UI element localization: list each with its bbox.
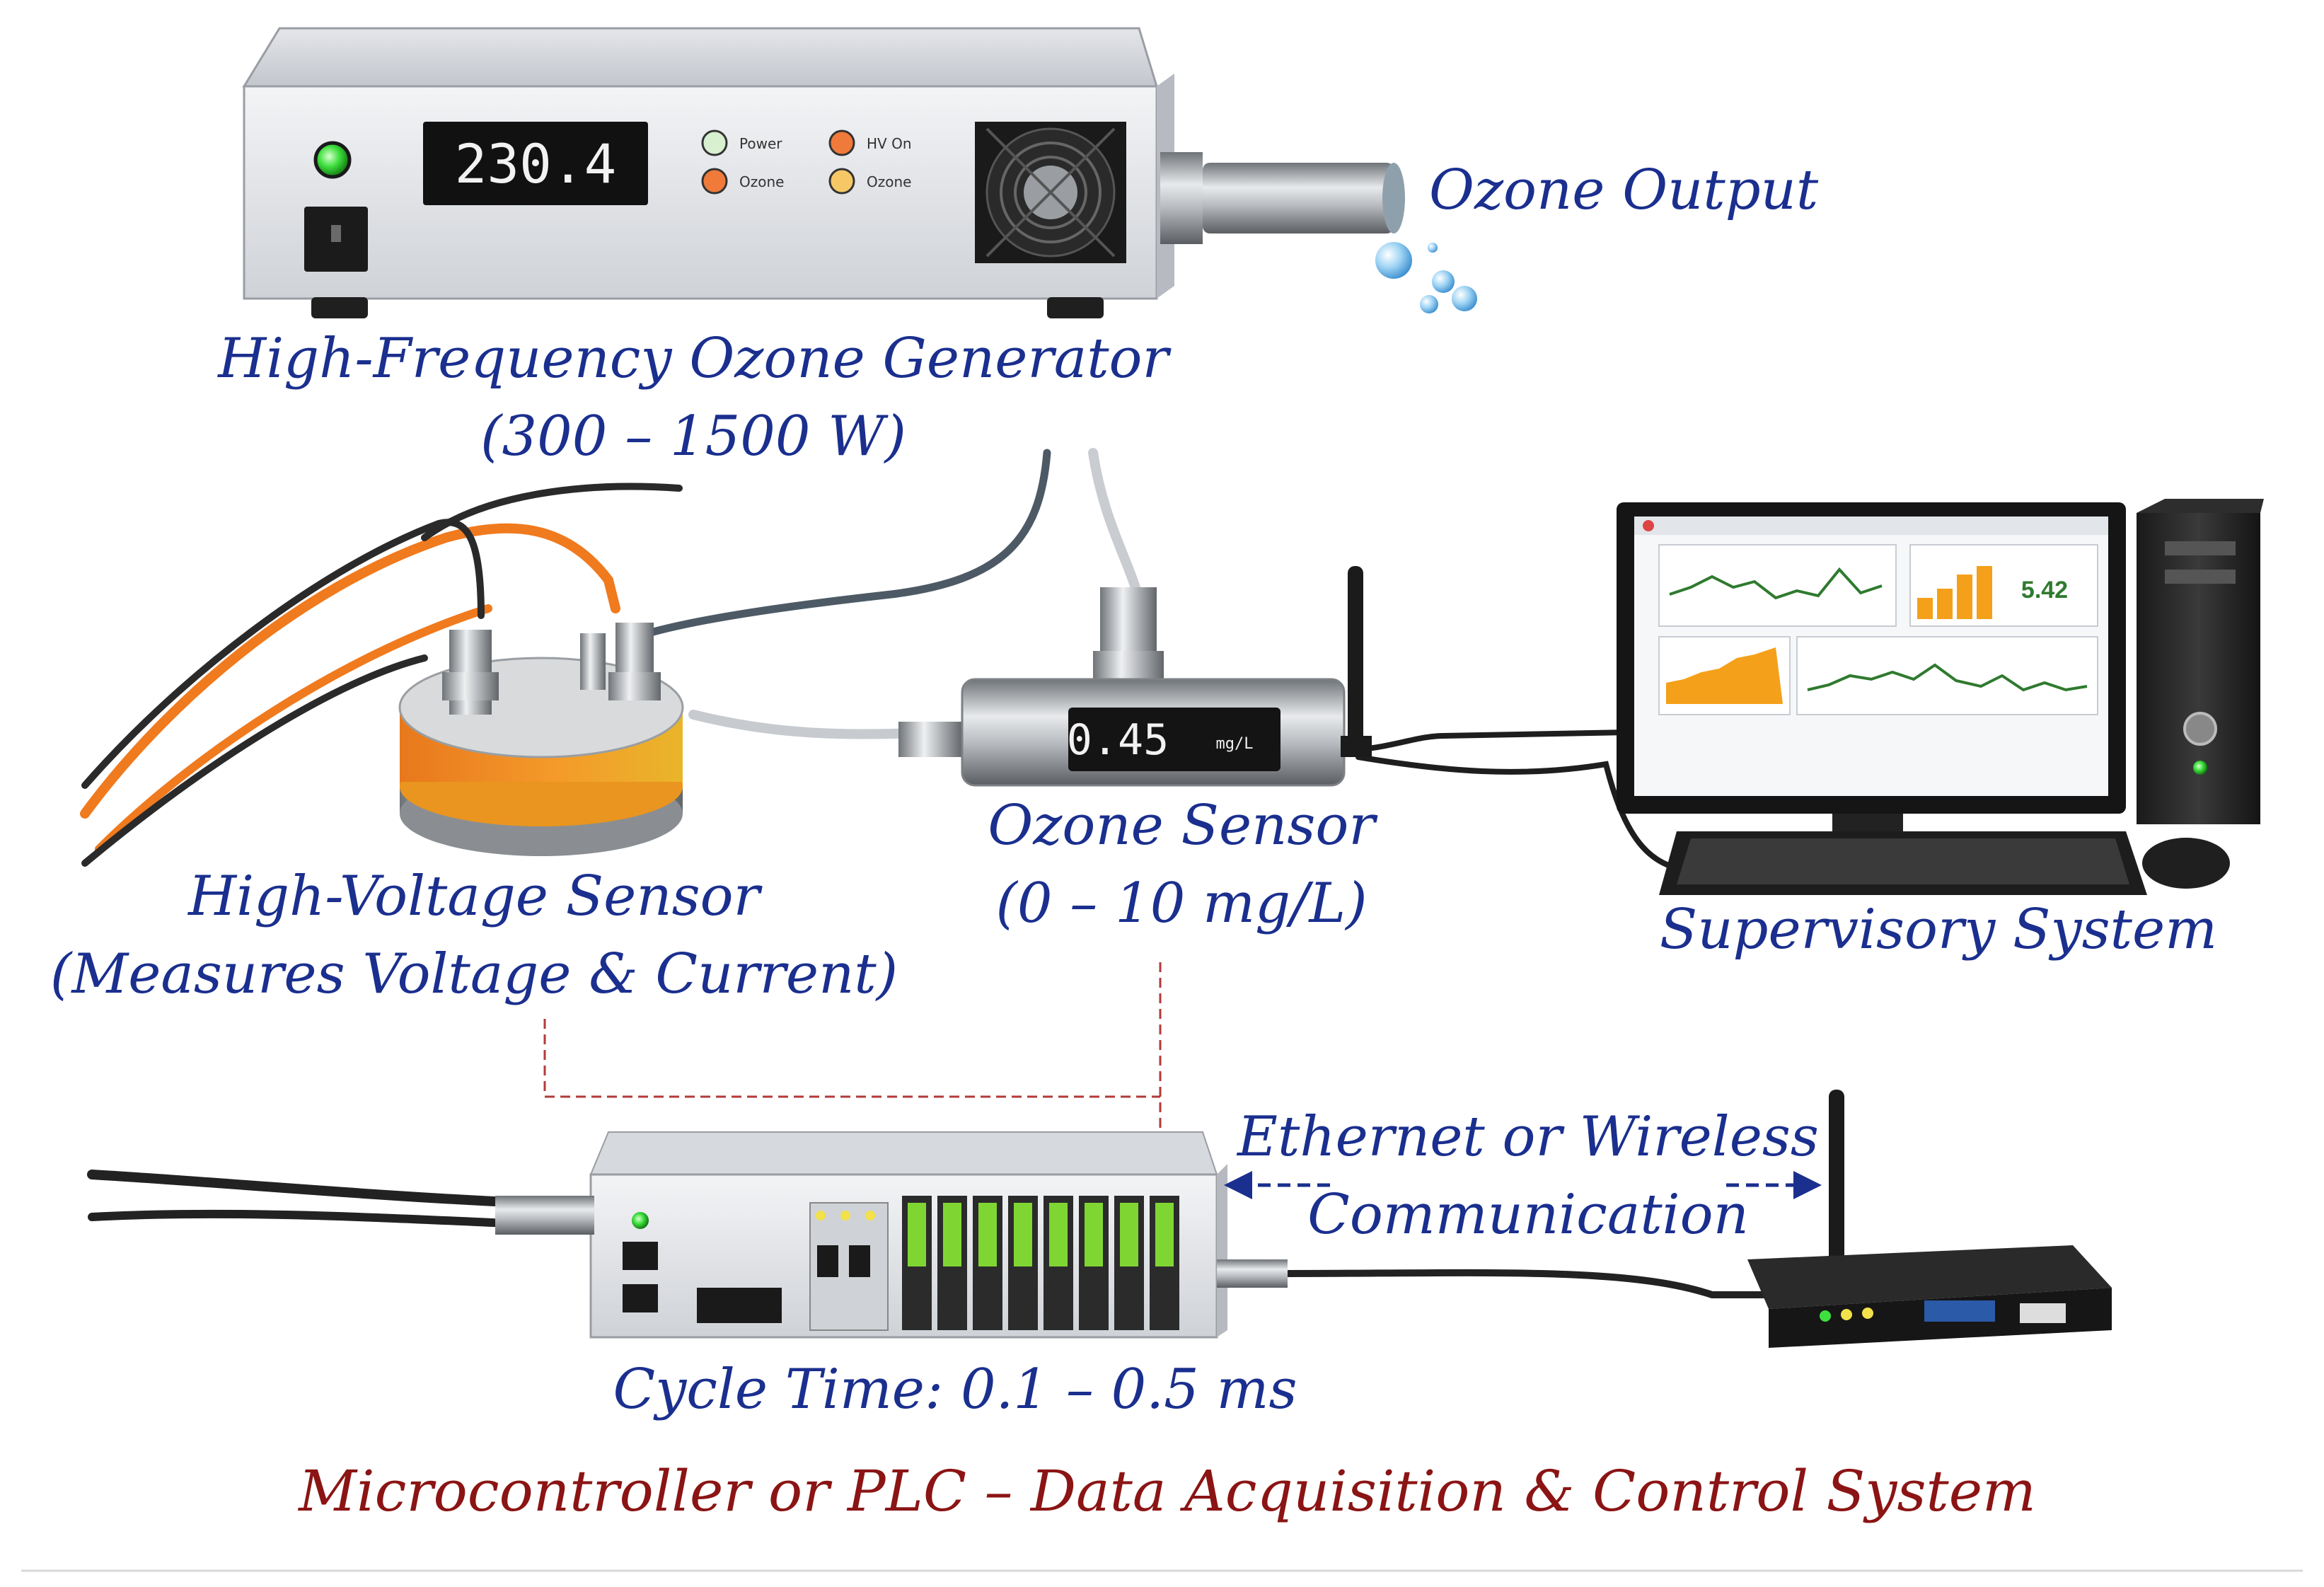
- generator-display-value: 230.4: [455, 132, 617, 195]
- communication-label-line1: Ethernet or Wireless: [1237, 1105, 1819, 1169]
- ozone-sensor-title-label: Ozone Sensor: [988, 794, 1375, 858]
- supervisory-computer: 5.42: [1617, 499, 2264, 895]
- mouse-icon[interactable]: [2142, 838, 2230, 889]
- pc-power-button[interactable]: [2183, 712, 2217, 746]
- indicator-power-label: Power: [739, 135, 782, 152]
- supervisory-label: Supervisory System: [1659, 898, 2218, 962]
- generator-title-label: High-Frequency Ozone Generator: [218, 327, 1169, 391]
- keyboard[interactable]: [1659, 831, 2147, 895]
- plc-io-modules: [902, 1196, 1179, 1330]
- generator-indicators: Power Ozone HV On Ozone: [701, 129, 912, 195]
- ozone-outlet-pipe: [1160, 152, 1405, 244]
- line-chart-panel-2: [1796, 636, 2098, 715]
- indicator-ozone-2-led: [828, 168, 855, 195]
- ozone-bubbles-icon: [1375, 242, 1477, 313]
- generator-display: [423, 122, 648, 205]
- indicator-ozone-label: Ozone: [739, 173, 784, 190]
- bar-chart-panel: [1658, 636, 1791, 715]
- hv-sensor-title-label: High-Voltage Sensor: [188, 865, 760, 928]
- black-cable-1: [81, 519, 485, 789]
- line-chart-panel-1: [1658, 544, 1897, 627]
- high-voltage-sensor: [398, 623, 684, 856]
- plc-left-cable-1: [87, 1170, 528, 1208]
- plc-controller: [495, 1131, 1288, 1339]
- sensor-to-antenna-cable: [1341, 729, 1630, 753]
- ozone-sensor: 0.45 mg/L: [898, 566, 1372, 787]
- hv-to-ozone-sensor-cable: [688, 710, 939, 739]
- plc-to-router-cable: [1270, 1269, 1772, 1298]
- indicator-ozone-2-label: Ozone: [867, 173, 911, 190]
- monitor: 5.42: [1617, 502, 2126, 863]
- black-cable-2: [81, 654, 428, 867]
- ozone-sensor-display-unit: mg/L: [1216, 735, 1254, 753]
- ozone-output-label: Ozone Output: [1429, 158, 1819, 222]
- indicator-power-led: [701, 129, 728, 156]
- cables: [80, 448, 1772, 1298]
- kpi-value: 5.42: [2021, 577, 2068, 604]
- generator-to-hv-cable: [632, 449, 1051, 641]
- black-cable-top: [421, 483, 683, 541]
- signal-lines: [543, 962, 1162, 1132]
- orange-cable-1: [80, 523, 620, 819]
- footer-title: Microcontroller or PLC – Data Acquisitio…: [299, 1458, 2036, 1524]
- sensor-to-keyboard-cable: [1355, 754, 1687, 873]
- ozone-generator: 230.4 Power Ozone HV On Ozone: [242, 27, 1477, 318]
- indicator-hv-on-label: HV On: [867, 135, 912, 152]
- plc-left-cable-2: [88, 1209, 528, 1228]
- generator-to-ozone-sensor-tube: [1088, 448, 1144, 606]
- hv-sensor-sub-label: (Measures Voltage & Current): [50, 942, 898, 1006]
- ozone-sensor-range-label: (0 – 10 mg/L): [995, 872, 1368, 935]
- indicator-hv-on-led: [828, 129, 855, 156]
- hv-to-plc-signal: [543, 1019, 1160, 1098]
- cycle-time-label: Cycle Time: 0.1 – 0.5 ms: [613, 1358, 1297, 1421]
- cooling-fan-icon: [975, 122, 1126, 263]
- communication-label-line2: Communication: [1307, 1183, 1749, 1247]
- generator-range-label: (300 – 1500 W): [480, 405, 906, 468]
- wireless-router: [1747, 1090, 2112, 1348]
- generator-power-led: [313, 141, 352, 179]
- orange-cable-2: [95, 604, 492, 853]
- antenna-icon: [1341, 566, 1372, 757]
- plc-status-led: [632, 1212, 649, 1229]
- pc-status-led: [2193, 761, 2207, 775]
- ozone-sensor-display-value: 0.45: [1067, 715, 1169, 765]
- pc-tower: [2137, 499, 2264, 824]
- indicator-ozone-led: [701, 168, 728, 195]
- router-antenna-icon: [1829, 1090, 1844, 1274]
- kpi-panel: 5.42: [1909, 544, 2098, 627]
- ozone-sensor-display: [1068, 708, 1280, 771]
